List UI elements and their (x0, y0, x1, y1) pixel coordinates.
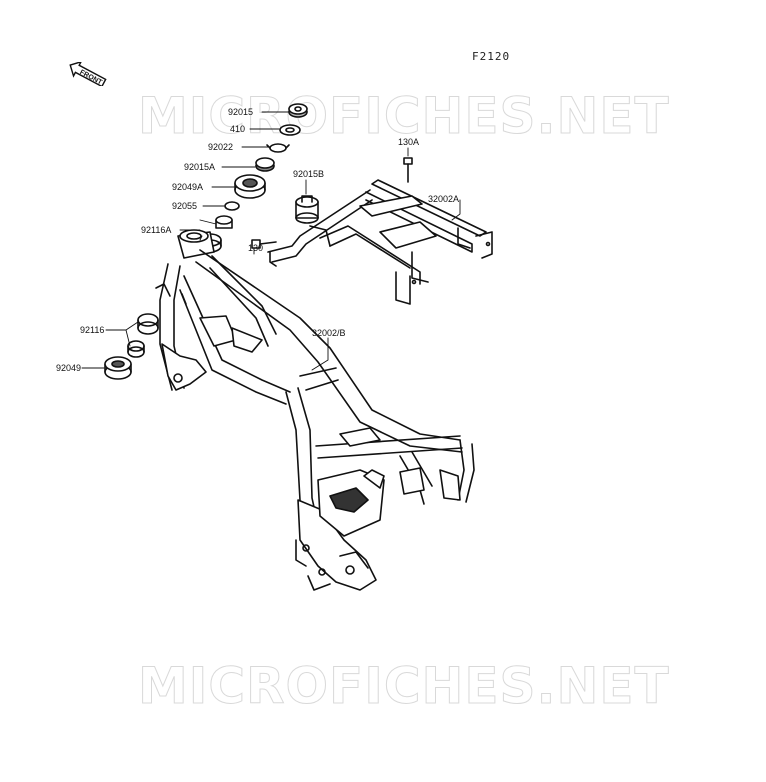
label-92015A: 92015A (184, 162, 216, 172)
label-32002A: 32002A (428, 194, 460, 204)
nut-92015 (288, 103, 308, 118)
label-92015B: 92015B (293, 169, 325, 179)
label-92116: 92116 (80, 325, 105, 335)
label-92015: 92015 (228, 107, 254, 117)
seal-92055 (224, 201, 240, 211)
collar-92015B (295, 195, 319, 224)
bearing-92049A (234, 174, 266, 199)
label-92022: 92022 (208, 142, 234, 152)
label-92116A: 92116A (141, 225, 172, 235)
bolt-130 (251, 239, 277, 249)
race-92116 (127, 313, 159, 358)
label-92049A: 92049A (172, 182, 204, 192)
label-130: 130 (248, 243, 264, 253)
washer-92022 (266, 143, 290, 153)
figure-id: F2120 (472, 50, 511, 63)
bearing-92049 (104, 356, 132, 380)
watermark-bottom: MICROFICHES.NET (138, 657, 670, 715)
nut-92015A (255, 157, 275, 172)
label-92049: 92049 (56, 363, 82, 373)
label-130A: 130A (398, 137, 420, 147)
label-32002B: 32002/B (312, 328, 346, 338)
leader-lines (81, 111, 461, 371)
main-frame-32002B (155, 229, 475, 591)
label-410: 410 (230, 124, 246, 134)
label-92055: 92055 (172, 201, 198, 211)
watermark-top: MICROFICHES.NET (138, 87, 670, 145)
front-arrow-icon: FRONT (69, 62, 107, 86)
subframe-32002A (267, 179, 493, 305)
bolt-130A (403, 157, 413, 183)
washer-410 (279, 124, 301, 136)
